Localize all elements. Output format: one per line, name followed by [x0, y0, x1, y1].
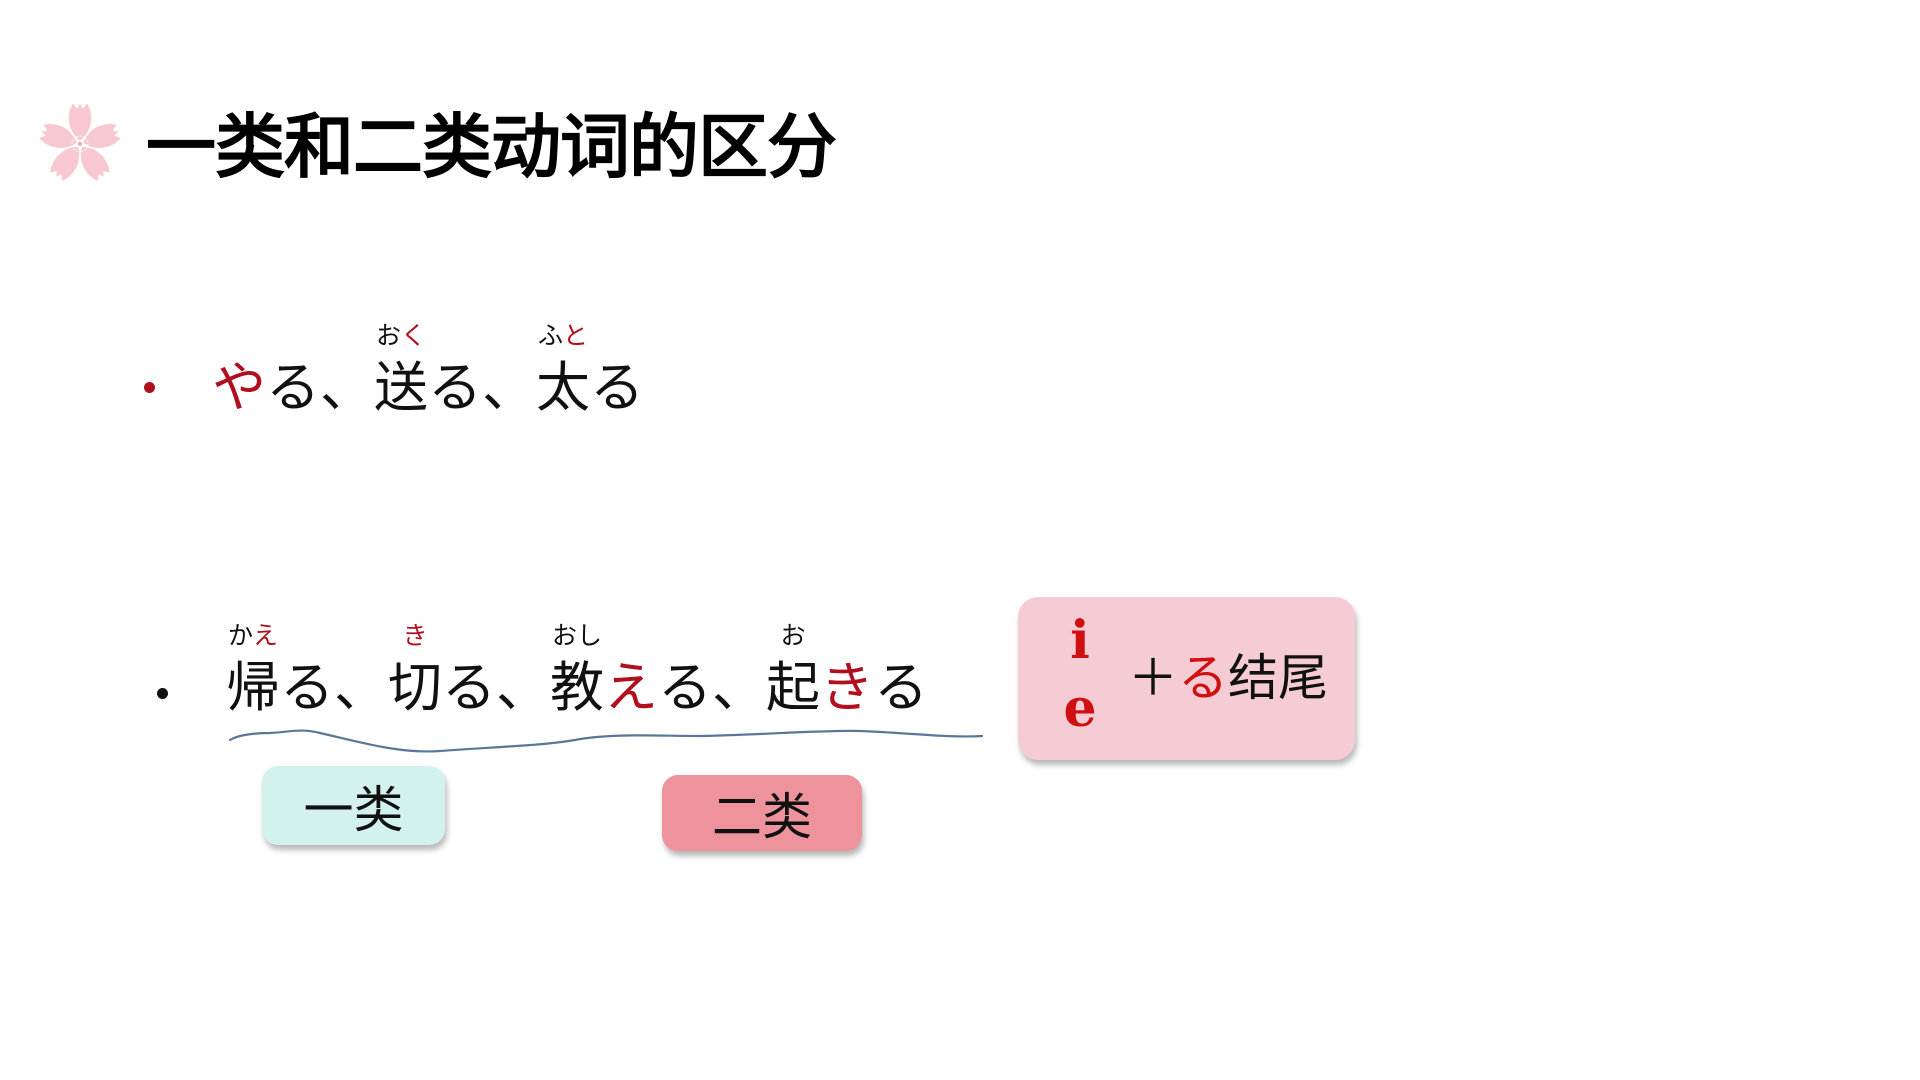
kanji-with-ruby: 起お — [766, 622, 820, 719]
type1-verb-label: 一类 — [262, 766, 445, 845]
kanji-with-ruby: 送おく — [374, 322, 428, 419]
sakura-flower-icon — [38, 103, 122, 184]
rule-suffix: ＋る结尾 — [1128, 647, 1328, 709]
kanji: 教 — [550, 656, 604, 719]
verb-tail: る — [590, 356, 644, 419]
kanji-with-ruby: 太ふと — [536, 322, 590, 419]
verb-tail: る、 — [442, 656, 550, 719]
verb-tail: る、 — [266, 356, 374, 419]
verb-list-2: 帰かえる、 切きる、 教おしえる、 起おきる — [226, 622, 928, 719]
kanji-with-ruby: 切き — [388, 622, 442, 719]
slide-title: 一类和二类动词的区分 — [146, 106, 837, 188]
type2-verb-label: 二类 — [662, 775, 862, 851]
furigana: かえ — [227, 621, 279, 650]
kanji-with-ruby: 教おし — [550, 622, 604, 719]
vowel-e: e — [1063, 678, 1097, 739]
verb-tail: る、 — [280, 656, 388, 719]
verb-kana: き — [820, 656, 874, 719]
kanji: 太 — [536, 356, 590, 419]
ending-label: 结尾 — [1228, 649, 1328, 707]
bullet-dot — [157, 688, 168, 699]
furigana: おし — [551, 621, 603, 650]
verb-tail: る、 — [658, 656, 766, 719]
rule-box: i e ＋る结尾 — [1018, 597, 1355, 760]
bullet-dot — [144, 382, 155, 393]
furigana: ふと — [537, 321, 589, 350]
plus-sign: ＋ — [1128, 649, 1178, 707]
verb-kana: や — [212, 356, 266, 419]
wavy-underline-annotation — [228, 729, 984, 753]
verb-list-1: やる、 送おくる、 太ふとる — [212, 322, 644, 419]
verb-kana: え — [604, 656, 658, 719]
verb-tail: る — [874, 656, 928, 719]
ru-kana: る — [1178, 649, 1228, 707]
furigana: お — [780, 621, 806, 650]
verb-tail: る、 — [428, 356, 536, 419]
kanji: 切 — [388, 656, 442, 719]
kanji-with-ruby: 帰かえ — [226, 622, 280, 719]
furigana: おく — [375, 321, 427, 350]
kanji: 帰 — [226, 656, 280, 719]
vowel-column: i e — [1060, 607, 1100, 743]
kanji: 起 — [766, 656, 820, 719]
vowel-i: i — [1070, 610, 1090, 671]
furigana: き — [402, 621, 428, 650]
kanji: 送 — [374, 356, 428, 419]
